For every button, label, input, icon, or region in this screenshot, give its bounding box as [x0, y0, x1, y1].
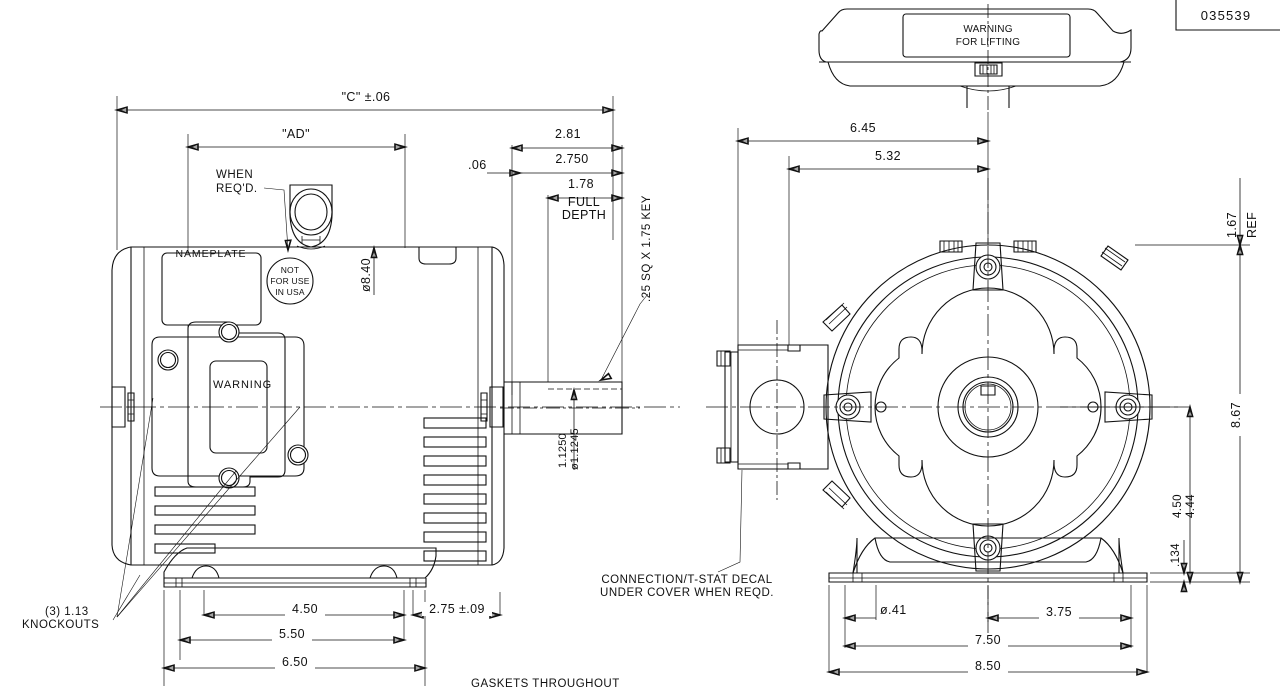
- motor-base: [163, 547, 437, 588]
- side-lugs: [111, 386, 504, 428]
- when-reqd-line2: REQ'D.: [216, 183, 258, 195]
- not-for-use-line1: NOT: [281, 265, 300, 275]
- dim-key-length: 1.78 FULL DEPTH: [545, 176, 625, 382]
- conduit-box: WARNING: [151, 321, 309, 489]
- full-depth-line2: DEPTH: [562, 208, 606, 222]
- dim-ad-text: "AD": [282, 127, 310, 141]
- lifting-eye: [289, 184, 333, 250]
- dim-foot-to-shaft-text: 2.75 ±.09: [429, 602, 485, 616]
- decal-line2: UNDER COVER WHEN REQD.: [600, 587, 774, 599]
- full-depth-line1: FULL: [568, 195, 600, 209]
- drawing-number-block: 035539: [1175, 0, 1280, 31]
- dim-foot-thickness-text: .134: [1170, 543, 1182, 567]
- dim-base-width: 8.50: [826, 659, 1150, 676]
- when-reqd-line1: WHEN: [216, 169, 253, 181]
- cooling-fins-left: [154, 486, 256, 554]
- dim-base-mid: 5.50: [177, 627, 407, 644]
- dim-base-mid-text: 5.50: [279, 627, 305, 641]
- dim-key-length-text: 1.78: [568, 177, 594, 191]
- shaft-section: .06 2.81 2.750: [468, 126, 653, 470]
- dim-gap: .06: [468, 158, 523, 177]
- not-for-use-badge: NOT FOR USE IN USA: [266, 257, 314, 305]
- dim-shaft-total-text: 2.81: [555, 127, 581, 141]
- frame-clamps: [822, 240, 1129, 510]
- dim-lift-ref-suffix: REF: [1245, 212, 1259, 238]
- dim-foot-spacing-text: 4.50: [292, 602, 318, 616]
- right-bottom-dims: ø.41 3.75 7.50: [826, 585, 1150, 676]
- dim-overall-c: "C" ±.06: [114, 88, 616, 250]
- note-key-spec: .25 SQ X 1.75 KEY: [598, 195, 653, 382]
- dim-overall-height: 8.67: [1229, 241, 1248, 586]
- key-spec-text: .25 SQ X 1.75 KEY: [641, 195, 653, 302]
- note-knockouts: (3) 1.13 KNOCKOUTS: [22, 606, 99, 631]
- dim-frame-dia-text: ø8.40: [359, 258, 373, 292]
- dim-lift-ref-text: 1.67: [1225, 212, 1239, 238]
- knockouts-line1: (3) 1.13: [45, 606, 89, 618]
- decal-line1: CONNECTION/T-STAT DECAL: [601, 574, 772, 586]
- dim-base-overall-text: 6.50: [282, 655, 308, 669]
- dim-foot-center-right-text: 3.75: [1046, 605, 1072, 619]
- dim-foot-center-right: 3.75: [985, 605, 1134, 622]
- dim-base-overall: 6.50: [161, 655, 428, 672]
- cooling-fins-right: [423, 417, 487, 562]
- dim-shaft-dia: 1.1250 ø1.1245: [557, 386, 581, 470]
- dim-box-width-inner-text: 5.32: [875, 149, 901, 163]
- note-gaskets: GASKETS THROUGHOUT: [471, 678, 620, 689]
- dim-shaft-height: 4.50 4.44: [1172, 403, 1197, 586]
- left-bottom-dims: 4.50 2.75 ±.09 5.50: [161, 590, 503, 686]
- dim-frame-dia: ø8.40: [359, 244, 378, 295]
- right-vertical-dims: 1.67 REF 8.67 4.50 4.44: [1060, 178, 1259, 593]
- dim-foot-spacing: 4.50: [201, 602, 407, 619]
- motor-body-outline: [111, 246, 505, 566]
- dim-foot-to-shaft: 2.75 ±.09: [410, 602, 503, 619]
- dim-shaft-height-upper: 4.50: [1172, 494, 1184, 518]
- dim-lift-ref: 1.67 REF: [1225, 178, 1259, 249]
- right-end-view: WARNING FOR LIFTING 6.45: [706, 4, 1259, 676]
- conduit-warning-label: WARNING: [213, 379, 272, 391]
- dim-foot-span: 7.50: [842, 633, 1134, 650]
- knockouts-line2: KNOCKOUTS: [22, 619, 99, 631]
- dim-overall-c-text: "C" ±.06: [342, 90, 391, 104]
- dim-box-width-inner: 5.32: [786, 148, 991, 345]
- dim-box-width-outer-text: 6.45: [850, 121, 876, 135]
- dim-base-width-text: 8.50: [975, 659, 1001, 673]
- lifting-lug-assembly: WARNING FOR LIFTING: [818, 8, 1132, 108]
- dim-foot-span-text: 7.50: [975, 633, 1001, 647]
- dim-shaft-total: 2.81: [509, 126, 625, 430]
- dim-shaft-ext-text: 2.750: [555, 152, 588, 166]
- note-when-reqd: WHEN REQ'D.: [216, 169, 292, 253]
- dim-gap-text: .06: [468, 158, 487, 172]
- dim-shaft-ext: 2.750: [520, 151, 625, 177]
- dim-box-width-outer: 6.45: [735, 112, 991, 345]
- nameplate-label: NAMEPLATE: [176, 248, 247, 260]
- dim-overall-height-text: 8.67: [1229, 402, 1243, 428]
- shaft-dia-lower: ø1.1245: [569, 428, 581, 470]
- left-side-view: "C" ±.06 "AD" NAMEPLATE: [22, 88, 774, 689]
- lifting-warning-line2: FOR LIFTING: [956, 37, 1020, 48]
- note-decal: CONNECTION/T-STAT DECAL UNDER COVER WHEN…: [600, 469, 774, 599]
- top-vent-block: [418, 247, 457, 265]
- shaft-dia-upper: 1.1250: [557, 433, 569, 468]
- dim-foot-thickness: .134: [1170, 540, 1188, 593]
- dim-foot-hole-dia-text: ø.41: [880, 603, 907, 617]
- not-for-use-line2: FOR USE: [270, 276, 309, 286]
- not-for-use-line3: IN USA: [275, 287, 305, 297]
- nameplate: NAMEPLATE: [161, 248, 262, 326]
- dim-foot-hole-dia: ø.41: [842, 603, 907, 622]
- dim-shaft-height-lower: 4.44: [1185, 494, 1197, 518]
- drawing-number: 035539: [1201, 8, 1252, 23]
